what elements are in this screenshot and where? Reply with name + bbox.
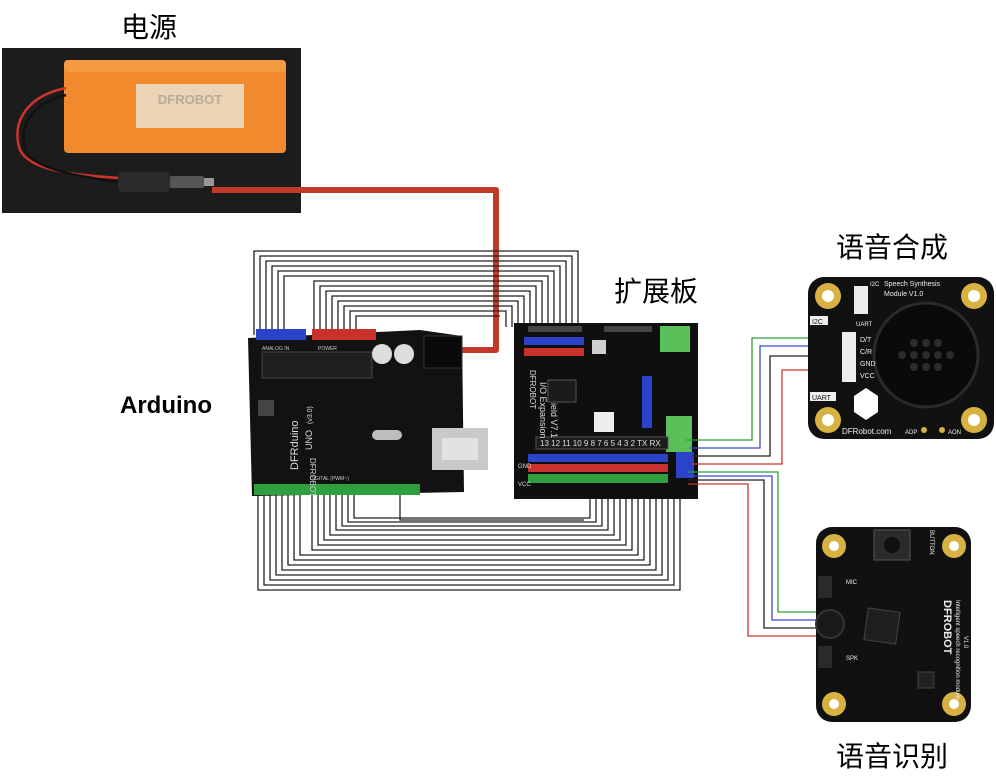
- recognition-wires: [688, 471, 822, 637]
- arduino-model-uno: UNO: [304, 430, 314, 450]
- expansion-brand: DFROBOT: [528, 370, 537, 409]
- speech-recognition-module: DFROBOT Intelligent speech recognition m…: [815, 527, 971, 722]
- synthesis-pin-vcc: VCC: [860, 373, 875, 380]
- expansion-title-2: Shield V7.1: [549, 392, 559, 438]
- arduino-model-ver: (v3.0): [307, 406, 314, 424]
- analog-header: [256, 329, 306, 340]
- battery-photo: DFROBOT: [2, 48, 301, 213]
- signal-wires-bottom: [257, 494, 681, 591]
- recognition-spk-label: SPK: [846, 656, 858, 662]
- synthesis-tag-uart-top: UART: [856, 322, 873, 328]
- microphone: [815, 609, 845, 639]
- vcc-text: VCC: [518, 482, 531, 488]
- power-text: POWER: [318, 346, 337, 352]
- synthesis-led-aon: AON: [948, 430, 961, 436]
- power-wire: [212, 187, 499, 353]
- recognition-button-label: BUTTON: [928, 530, 934, 555]
- recognition-title-1: Intelligent speech recognition module: [954, 600, 960, 700]
- arduino-model: DFRduino: [289, 420, 301, 470]
- speech-synthesis-label: 语音合成: [836, 231, 949, 264]
- synthesis-title-1: Speech Synthesis: [884, 281, 941, 288]
- synthesis-tag-i2c-left: I2C: [812, 319, 823, 326]
- battery-brand: DFROBOT: [158, 92, 222, 107]
- digital-text: DIGITAL (PWM~): [310, 476, 349, 482]
- signal-wires-top: [253, 250, 579, 335]
- digital-header: [254, 484, 420, 495]
- synthesis-pin-gnd: GND: [860, 361, 876, 368]
- expansion-board-label: 扩展板: [614, 275, 699, 308]
- recognition-title-2: V1.0: [962, 636, 968, 649]
- speech-recognition-label: 语音识别: [836, 740, 949, 773]
- synthesis-tag-i2c-top: I2C: [870, 282, 880, 288]
- power-label: 电源: [121, 11, 178, 44]
- expansion-title-1: I/O Expansion: [538, 382, 548, 439]
- arduino-label: Arduino: [120, 392, 212, 419]
- arduino-board: DFROBOT DFRduino UNO (v3.0) ANALOG IN PO…: [248, 329, 488, 497]
- power-header: [312, 329, 376, 340]
- synthesis-tag-uart-left: UART: [812, 395, 832, 402]
- expansion-pin-row: 13 12 11 10 9 8 7 6 5 4 3 2 TX RX: [540, 439, 661, 448]
- synthesis-pin-cr: C/R: [860, 349, 872, 356]
- recognition-brand: DFROBOT: [941, 600, 953, 655]
- gnd-text: GND: [518, 464, 532, 470]
- synthesis-pin-dt: D/T: [860, 337, 872, 344]
- recognition-mic-label: MIC: [846, 580, 858, 586]
- signal-terminal: [666, 416, 692, 452]
- synthesis-title-2: Module V1.0: [884, 291, 923, 298]
- analog-in-text: ANALOG IN: [262, 346, 290, 352]
- speech-synthesis-module: Speech Synthesis Module V1.0 D/T C/R GND…: [808, 277, 994, 439]
- synthesis-wires: [686, 337, 842, 465]
- synthesis-footer: DFRobot.com: [842, 427, 892, 436]
- expansion-board: 13 12 11 10 9 8 7 6 5 4 3 2 TX RX DFROBO…: [514, 323, 698, 499]
- power-terminal: [660, 326, 690, 352]
- synthesis-led-adp: ADP: [905, 430, 917, 436]
- arduino-brand: DFROBOT: [308, 458, 317, 497]
